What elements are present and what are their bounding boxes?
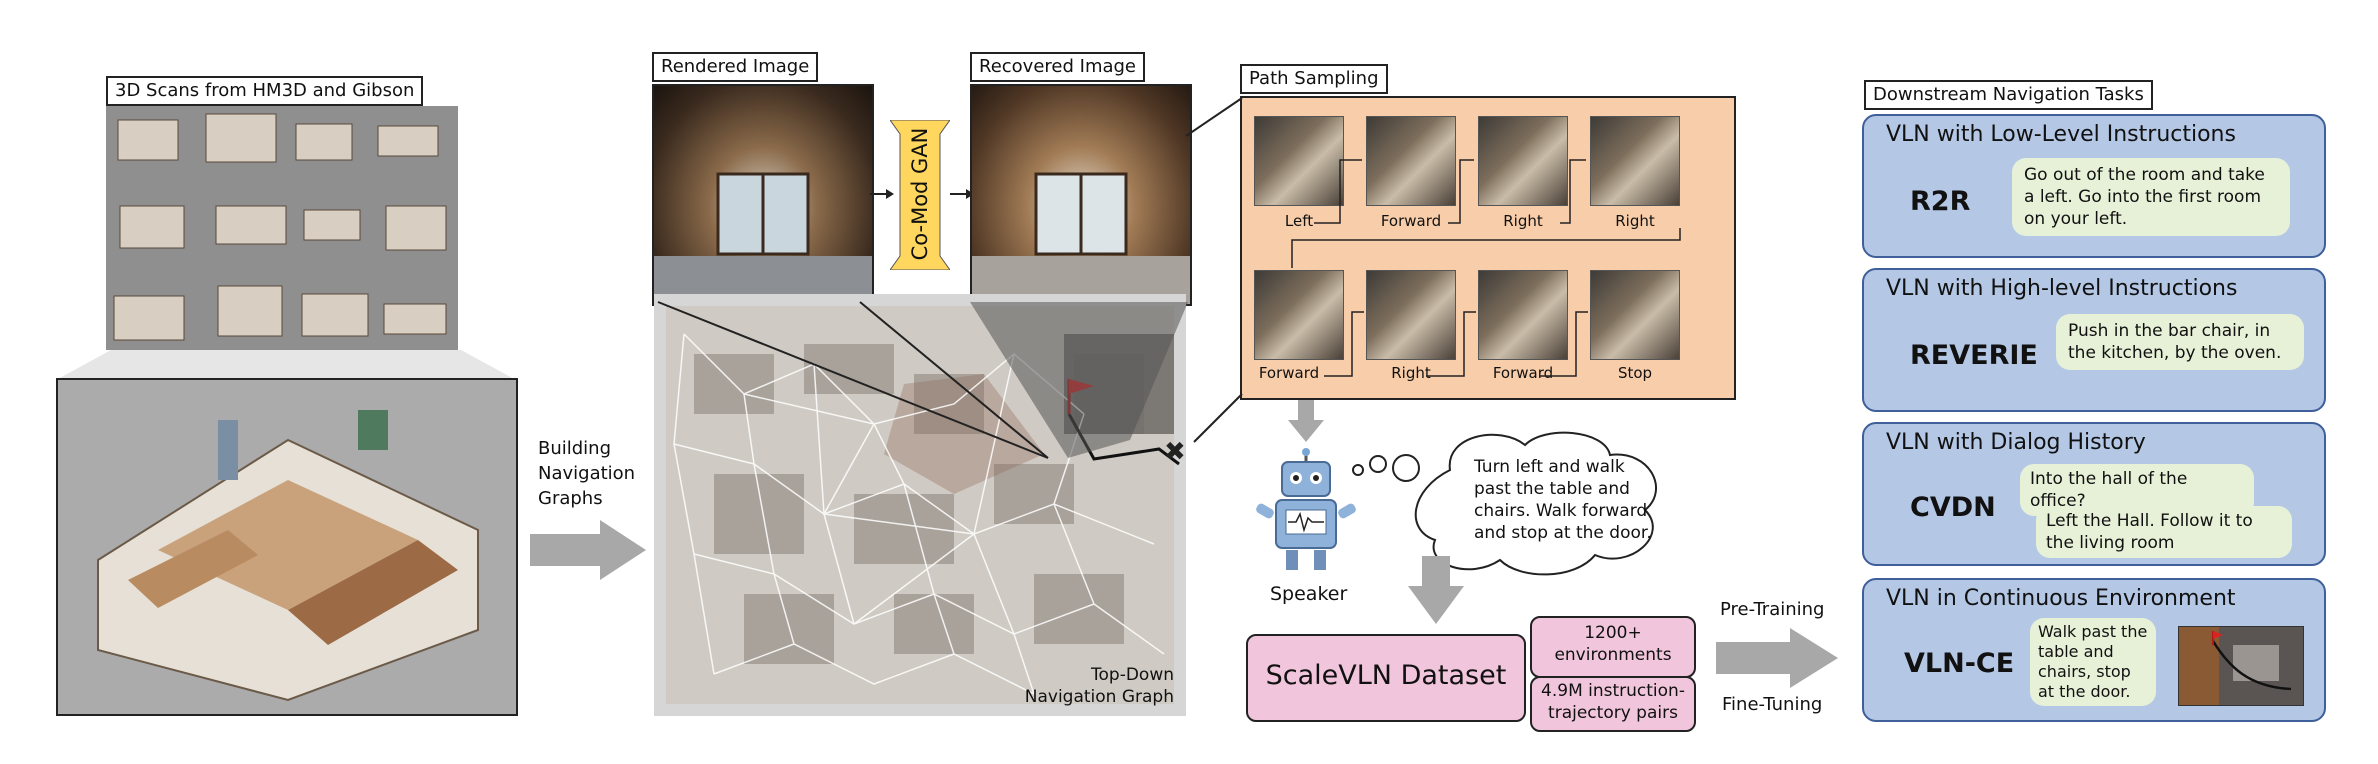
speaker-utterance: Turn left and walk past the table and ch… (1474, 457, 1652, 543)
scans-grid (106, 106, 458, 350)
zoom-wedge (56, 350, 516, 380)
path-thumb-4 (1590, 116, 1680, 206)
dataset-name: ScaleVLN Dataset (1265, 660, 1507, 691)
task-r2r: VLN with Low-Level Instructions R2R Go o… (1862, 114, 2326, 258)
task-bubble: Walk past the table and chairs, stop at … (2030, 618, 2156, 706)
step-label: Left (1284, 212, 1314, 230)
path-thumb-8 (1590, 270, 1680, 360)
rendered-image (652, 84, 874, 306)
path-thumb-2 (1366, 116, 1456, 206)
path-thumb-6 (1366, 270, 1456, 360)
task-name: R2R (1910, 186, 1971, 217)
step-label: Forward (1258, 364, 1320, 382)
scans-label: 3D Scans from HM3D and Gibson (106, 76, 424, 106)
path-sampling-label: Path Sampling (1240, 64, 1388, 94)
step-label: Forward (1492, 364, 1554, 382)
fine-tuning-label: Fine-Tuning (1722, 694, 1823, 715)
step-label: Right (1615, 212, 1655, 230)
arrow-to-tasks (1716, 628, 1838, 688)
building-graphs-label: Building Navigation Graphs (538, 438, 636, 509)
task-name: VLN-CE (1904, 648, 2015, 679)
path-thumb-5 (1254, 270, 1344, 360)
task-name: REVERIE (1910, 340, 2038, 371)
house-3d-view (56, 378, 518, 716)
gan-box: Co-Mod GAN (889, 119, 951, 271)
svg-text:✖: ✖ (1164, 437, 1186, 467)
path-connectors (1291, 159, 1681, 377)
speech-cloud (1352, 431, 1657, 576)
pairs-box: 4.9M instruction- trajectory pairs (1530, 676, 1696, 732)
scan-models (113, 113, 447, 341)
step-label: Forward (1380, 212, 1442, 230)
arrow-to-gan (870, 189, 894, 199)
downstream-label: Downstream Navigation Tasks (1864, 80, 2153, 110)
step-label: Right (1391, 364, 1431, 382)
arrow-down-small (1288, 400, 1324, 442)
house-model (97, 410, 479, 702)
rendered-doors (654, 172, 872, 304)
arrow-down-big (1408, 556, 1464, 624)
path-thumb-1 (1254, 116, 1344, 206)
gan-label: Co-Mod GAN (908, 127, 932, 261)
speaker-robot-icon (1256, 448, 1356, 570)
path-thumb-7 (1478, 270, 1568, 360)
vln-ce-topdown (2178, 626, 2304, 706)
path-zoom-lines (1185, 97, 1243, 443)
task-title: VLN with Low-Level Instructions (1886, 122, 2236, 147)
environments-box: 1200+ environments (1530, 616, 1696, 678)
step-label: Stop (1617, 364, 1653, 382)
rendered-label: Rendered Image (652, 52, 819, 82)
task-bubble: Go out of the room and take a left. Go i… (2012, 158, 2290, 236)
vln-ce-map (2179, 627, 2292, 705)
task-answer-bubble: Left the Hall. Follow it to the living r… (2036, 506, 2292, 558)
pre-training-label: Pre-Training (1720, 599, 1825, 620)
speaker-label: Speaker (1270, 583, 1348, 605)
task-reverie: VLN with High-level Instructions REVERIE… (1862, 268, 2326, 412)
recovered-doors (972, 172, 1190, 304)
task-bubble: Push in the bar chair, in the kitchen, b… (2056, 314, 2304, 370)
task-title: VLN with Dialog History (1886, 430, 2146, 455)
projection-lines (657, 301, 1188, 459)
recovered-label: Recovered Image (970, 52, 1146, 82)
step-label: Right (1503, 212, 1543, 230)
task-name: CVDN (1910, 492, 1996, 523)
path-thumb-3 (1478, 116, 1568, 206)
task-vln-ce: VLN in Continuous Environment VLN-CE Wal… (1862, 578, 2326, 722)
task-cvdn: VLN with Dialog History CVDN Into the ha… (1862, 422, 2326, 566)
big-arrow-right (530, 520, 646, 580)
task-title: VLN with High-level Instructions (1886, 276, 2238, 301)
recovered-image (970, 84, 1192, 306)
task-title: VLN in Continuous Environment (1886, 586, 2236, 611)
graph-label: Top-Down Navigation Graph (1024, 665, 1174, 707)
dataset-box: ScaleVLN Dataset (1246, 634, 1526, 722)
